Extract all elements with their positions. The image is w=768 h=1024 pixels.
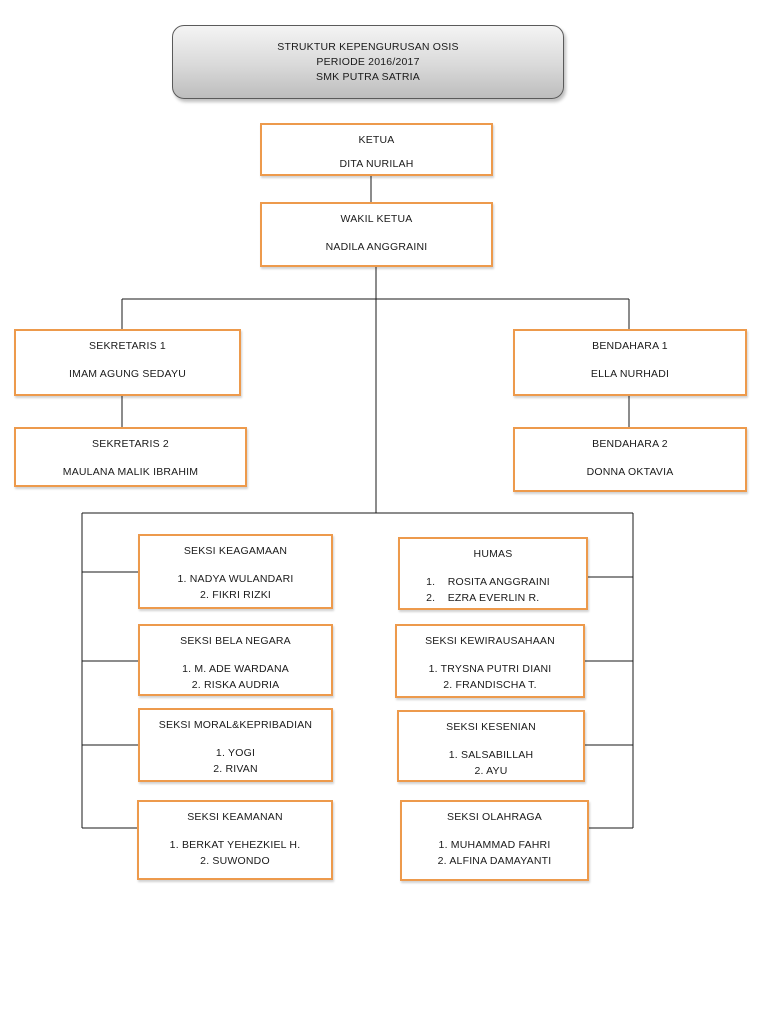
seksi-bela-negara-box: SEKSI BELA NEGARA 1. M. ADE WARDANA 2. R… — [138, 624, 333, 696]
seksi-moral-kepribadian-box: SEKSI MORAL&KEPRIBADIAN 1. YOGI 2. RIVAN — [138, 708, 333, 782]
title-line-2: PERIODE 2016/2017 — [316, 55, 420, 68]
seksi-member: 2. FRANDISCHA T. — [443, 679, 537, 691]
sekretaris-2-box: SEKRETARIS 2 MAULANA MALIK IBRAHIM — [14, 427, 247, 487]
ketua-box: KETUA DITA NURILAH — [260, 123, 493, 176]
seksi-keagamaan-box: SEKSI KEAGAMAAN 1. NADYA WULANDARI 2. FI… — [138, 534, 333, 609]
seksi-member: 1. ROSITA ANGGRAINI — [426, 576, 550, 588]
title-line-1: STRUKTUR KEPENGURUSAN OSIS — [277, 40, 459, 53]
bendahara-1-box: BENDAHARA 1 ELLA NURHADI — [513, 329, 747, 396]
seksi-olahraga-box: SEKSI OLAHRAGA 1. MUHAMMAD FAHRI 2. ALFI… — [400, 800, 589, 881]
seksi-member: 2. RISKA AUDRIA — [191, 679, 280, 691]
seksi-keamanan-box: SEKSI KEAMANAN 1. BERKAT YEHEZKIEL H. 2.… — [137, 800, 333, 880]
bendahara-2-role: BENDAHARA 2 — [592, 438, 668, 450]
seksi-kesenian-box: SEKSI KESENIAN 1. SALSABILLAH 2. AYU — [397, 710, 585, 782]
wakil-ketua-role: WAKIL KETUA — [340, 213, 413, 225]
seksi-title: SEKSI KEAGAMAAN — [183, 545, 288, 557]
seksi-member: 2. FIKRI RIZKI — [199, 589, 272, 601]
bendahara-1-role: BENDAHARA 1 — [592, 340, 668, 352]
title-line-3: SMK PUTRA SATRIA — [316, 70, 420, 83]
seksi-member: 1. SALSABILLAH — [448, 749, 534, 761]
bendahara-2-box: BENDAHARA 2 DONNA OKTAVIA — [513, 427, 747, 492]
bendahara-2-name: DONNA OKTAVIA — [586, 466, 674, 478]
seksi-title: SEKSI OLAHRAGA — [447, 811, 542, 823]
seksi-member: 1. TRYSNA PUTRI DIANI — [428, 663, 552, 675]
sekretaris-1-name: IMAM AGUNG SEDAYU — [69, 368, 186, 380]
seksi-title: SEKSI BELA NEGARA — [180, 635, 291, 647]
ketua-name: DITA NURILAH — [339, 158, 414, 170]
seksi-member: 1. MUHAMMAD FAHRI — [438, 839, 551, 851]
humas-box: HUMAS 1. ROSITA ANGGRAINI 2. EZRA EVERLI… — [398, 537, 588, 610]
sekretaris-1-box: SEKRETARIS 1 IMAM AGUNG SEDAYU — [14, 329, 241, 396]
seksi-member: 1. M. ADE WARDANA — [182, 663, 289, 675]
seksi-member: 2. EZRA EVERLIN R. — [426, 592, 540, 604]
seksi-member: 1. YOGI — [215, 747, 256, 759]
sekretaris-2-name: MAULANA MALIK IBRAHIM — [62, 466, 199, 478]
sekretaris-2-role: SEKRETARIS 2 — [92, 438, 169, 450]
seksi-member: 2. ALFINA DAMAYANTI — [437, 855, 552, 867]
seksi-member: 1. BERKAT YEHEZKIEL H. — [169, 839, 301, 851]
title-box: STRUKTUR KEPENGURUSAN OSIS PERIODE 2016/… — [172, 25, 564, 99]
seksi-title: SEKSI KEWIRAUSAHAAN — [425, 635, 555, 647]
bendahara-1-name: ELLA NURHADI — [590, 368, 670, 380]
seksi-member: 2. AYU — [474, 765, 508, 777]
seksi-title: HUMAS — [473, 548, 513, 560]
seksi-title: SEKSI KEAMANAN — [187, 811, 283, 823]
sekretaris-1-role: SEKRETARIS 1 — [89, 340, 166, 352]
wakil-ketua-box: WAKIL KETUA NADILA ANGGRAINI — [260, 202, 493, 267]
wakil-ketua-name: NADILA ANGGRAINI — [325, 241, 428, 253]
seksi-member: 2. SUWONDO — [200, 855, 270, 867]
seksi-member: 2. RIVAN — [213, 763, 258, 775]
seksi-kewirausahaan-box: SEKSI KEWIRAUSAHAAN 1. TRYSNA PUTRI DIAN… — [395, 624, 585, 698]
seksi-title: SEKSI KESENIAN — [446, 721, 536, 733]
seksi-member: 1. NADYA WULANDARI — [177, 573, 294, 585]
seksi-title: SEKSI MORAL&KEPRIBADIAN — [158, 719, 313, 731]
ketua-role: KETUA — [358, 134, 395, 146]
